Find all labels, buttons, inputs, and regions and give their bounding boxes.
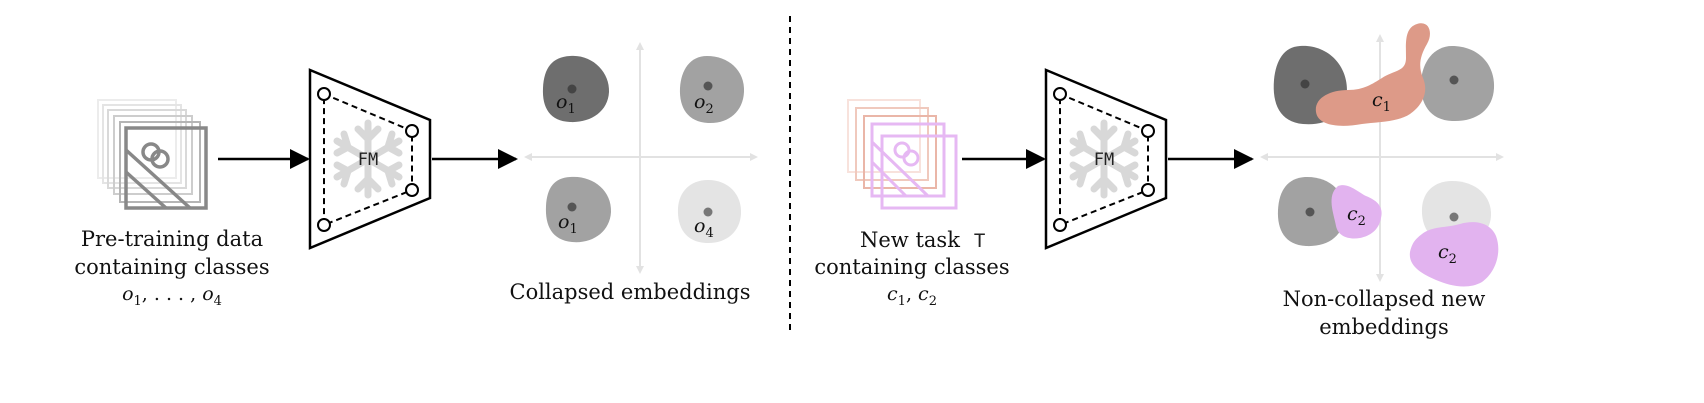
svg-text:o1: o1 [558,211,578,237]
fm-label: FM [358,150,378,170]
image-icon [870,122,958,210]
old-cluster-bottom-left [1277,176,1346,247]
cluster-o1-top: o1 [542,55,610,123]
new-cluster-c2-left: c2 [1331,185,1382,239]
cluster-o1-bottom: o1 [545,176,612,243]
svg-text:o4: o4 [694,215,714,241]
collapsed-embeddings-caption: Collapsed embeddings [510,280,751,304]
foundation-model-frozen: FM [308,68,432,250]
old-cluster-top-right [1420,46,1495,122]
svg-text:o1: o1 [556,91,576,117]
cluster-o4: o4 [677,180,742,244]
new-embedding-space: c1 c2 c2 [1260,23,1504,287]
svg-text:o2: o2 [694,91,714,117]
new-cluster-c1: c1 [1315,23,1430,126]
svg-text:c1: c1 [1372,89,1391,115]
new-embeddings-caption-line2: embeddings [1319,315,1449,339]
foundation-model-frozen-2: FM [1044,68,1168,250]
new-cluster-c2-right: c2 [1409,222,1499,287]
new-task-caption-line2: containing classes [814,255,1009,279]
svg-text:c2: c2 [1347,203,1366,229]
image-icon [124,126,208,210]
cluster-o2: o2 [679,56,745,124]
collapsed-embedding-space: o1 o2 o1 o4 [524,42,758,274]
new-task-images-stack [847,99,958,210]
pretraining-classes: o1, . . . , o4 [122,283,222,309]
pretraining-images-stack [97,99,208,210]
new-task-classes: c1, c2 [887,283,937,309]
fm-label-2: FM [1094,150,1114,170]
pretraining-caption-line2: containing classes [74,255,269,279]
svg-text:c2: c2 [1438,241,1457,267]
new-embeddings-caption-line1: Non-collapsed new [1283,287,1486,311]
pretraining-caption-line1: Pre-training data [81,227,263,251]
